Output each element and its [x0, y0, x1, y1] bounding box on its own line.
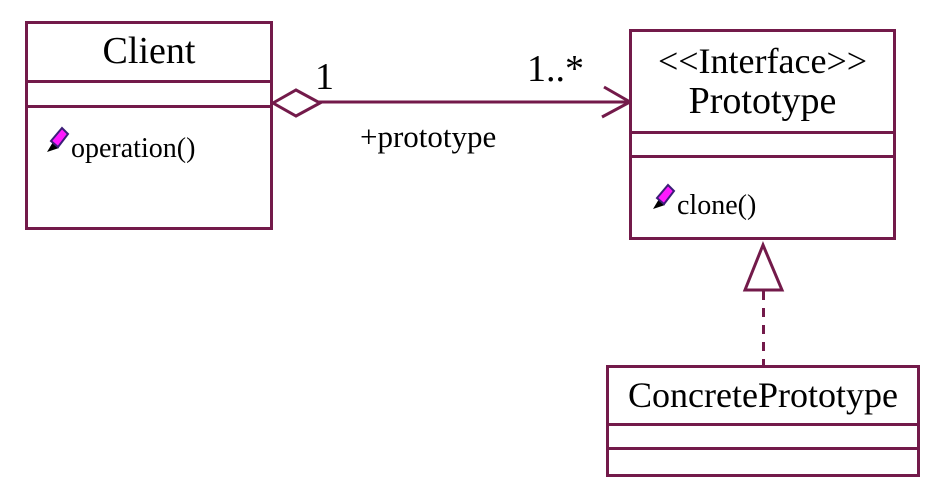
source-multiplicity-label: 1: [315, 56, 334, 98]
concrete-prototype-operations-compartment: [609, 450, 917, 474]
association-role-label: +prototype: [360, 119, 497, 154]
client-operation-label: operation(): [71, 133, 196, 164]
concrete-prototype-name-compartment: ConcretePrototype: [609, 368, 917, 426]
prototype-class-name: Prototype: [688, 80, 837, 123]
concrete-prototype-attributes-compartment: [609, 426, 917, 450]
class-node-prototype: <<Interface>> Prototype: [629, 29, 896, 240]
prototype-name-compartment: <<Interface>> Prototype: [632, 32, 893, 134]
prototype-operation-label: clone(): [677, 190, 757, 221]
operation-icon: [47, 126, 70, 152]
prototype-attributes-compartment: [632, 134, 893, 158]
operation-icon: [653, 183, 676, 209]
client-name-compartment: Client: [28, 24, 270, 83]
client-attributes-compartment: [28, 83, 270, 108]
client-class-name: Client: [102, 30, 196, 73]
aggregation-diamond-icon: [269, 88, 324, 118]
realization-triangle-icon: [742, 241, 785, 292]
client-operation-row: operation(): [44, 124, 195, 163]
class-node-concrete-prototype: ConcretePrototype: [606, 365, 920, 477]
prototype-operation-row: clone(): [650, 181, 756, 220]
concrete-prototype-class-name: ConcretePrototype: [628, 374, 898, 415]
target-multiplicity-label: 1..*: [527, 48, 584, 90]
class-node-client: Client: [25, 21, 273, 230]
prototype-stereotype-label: <<Interface>>: [657, 40, 868, 81]
